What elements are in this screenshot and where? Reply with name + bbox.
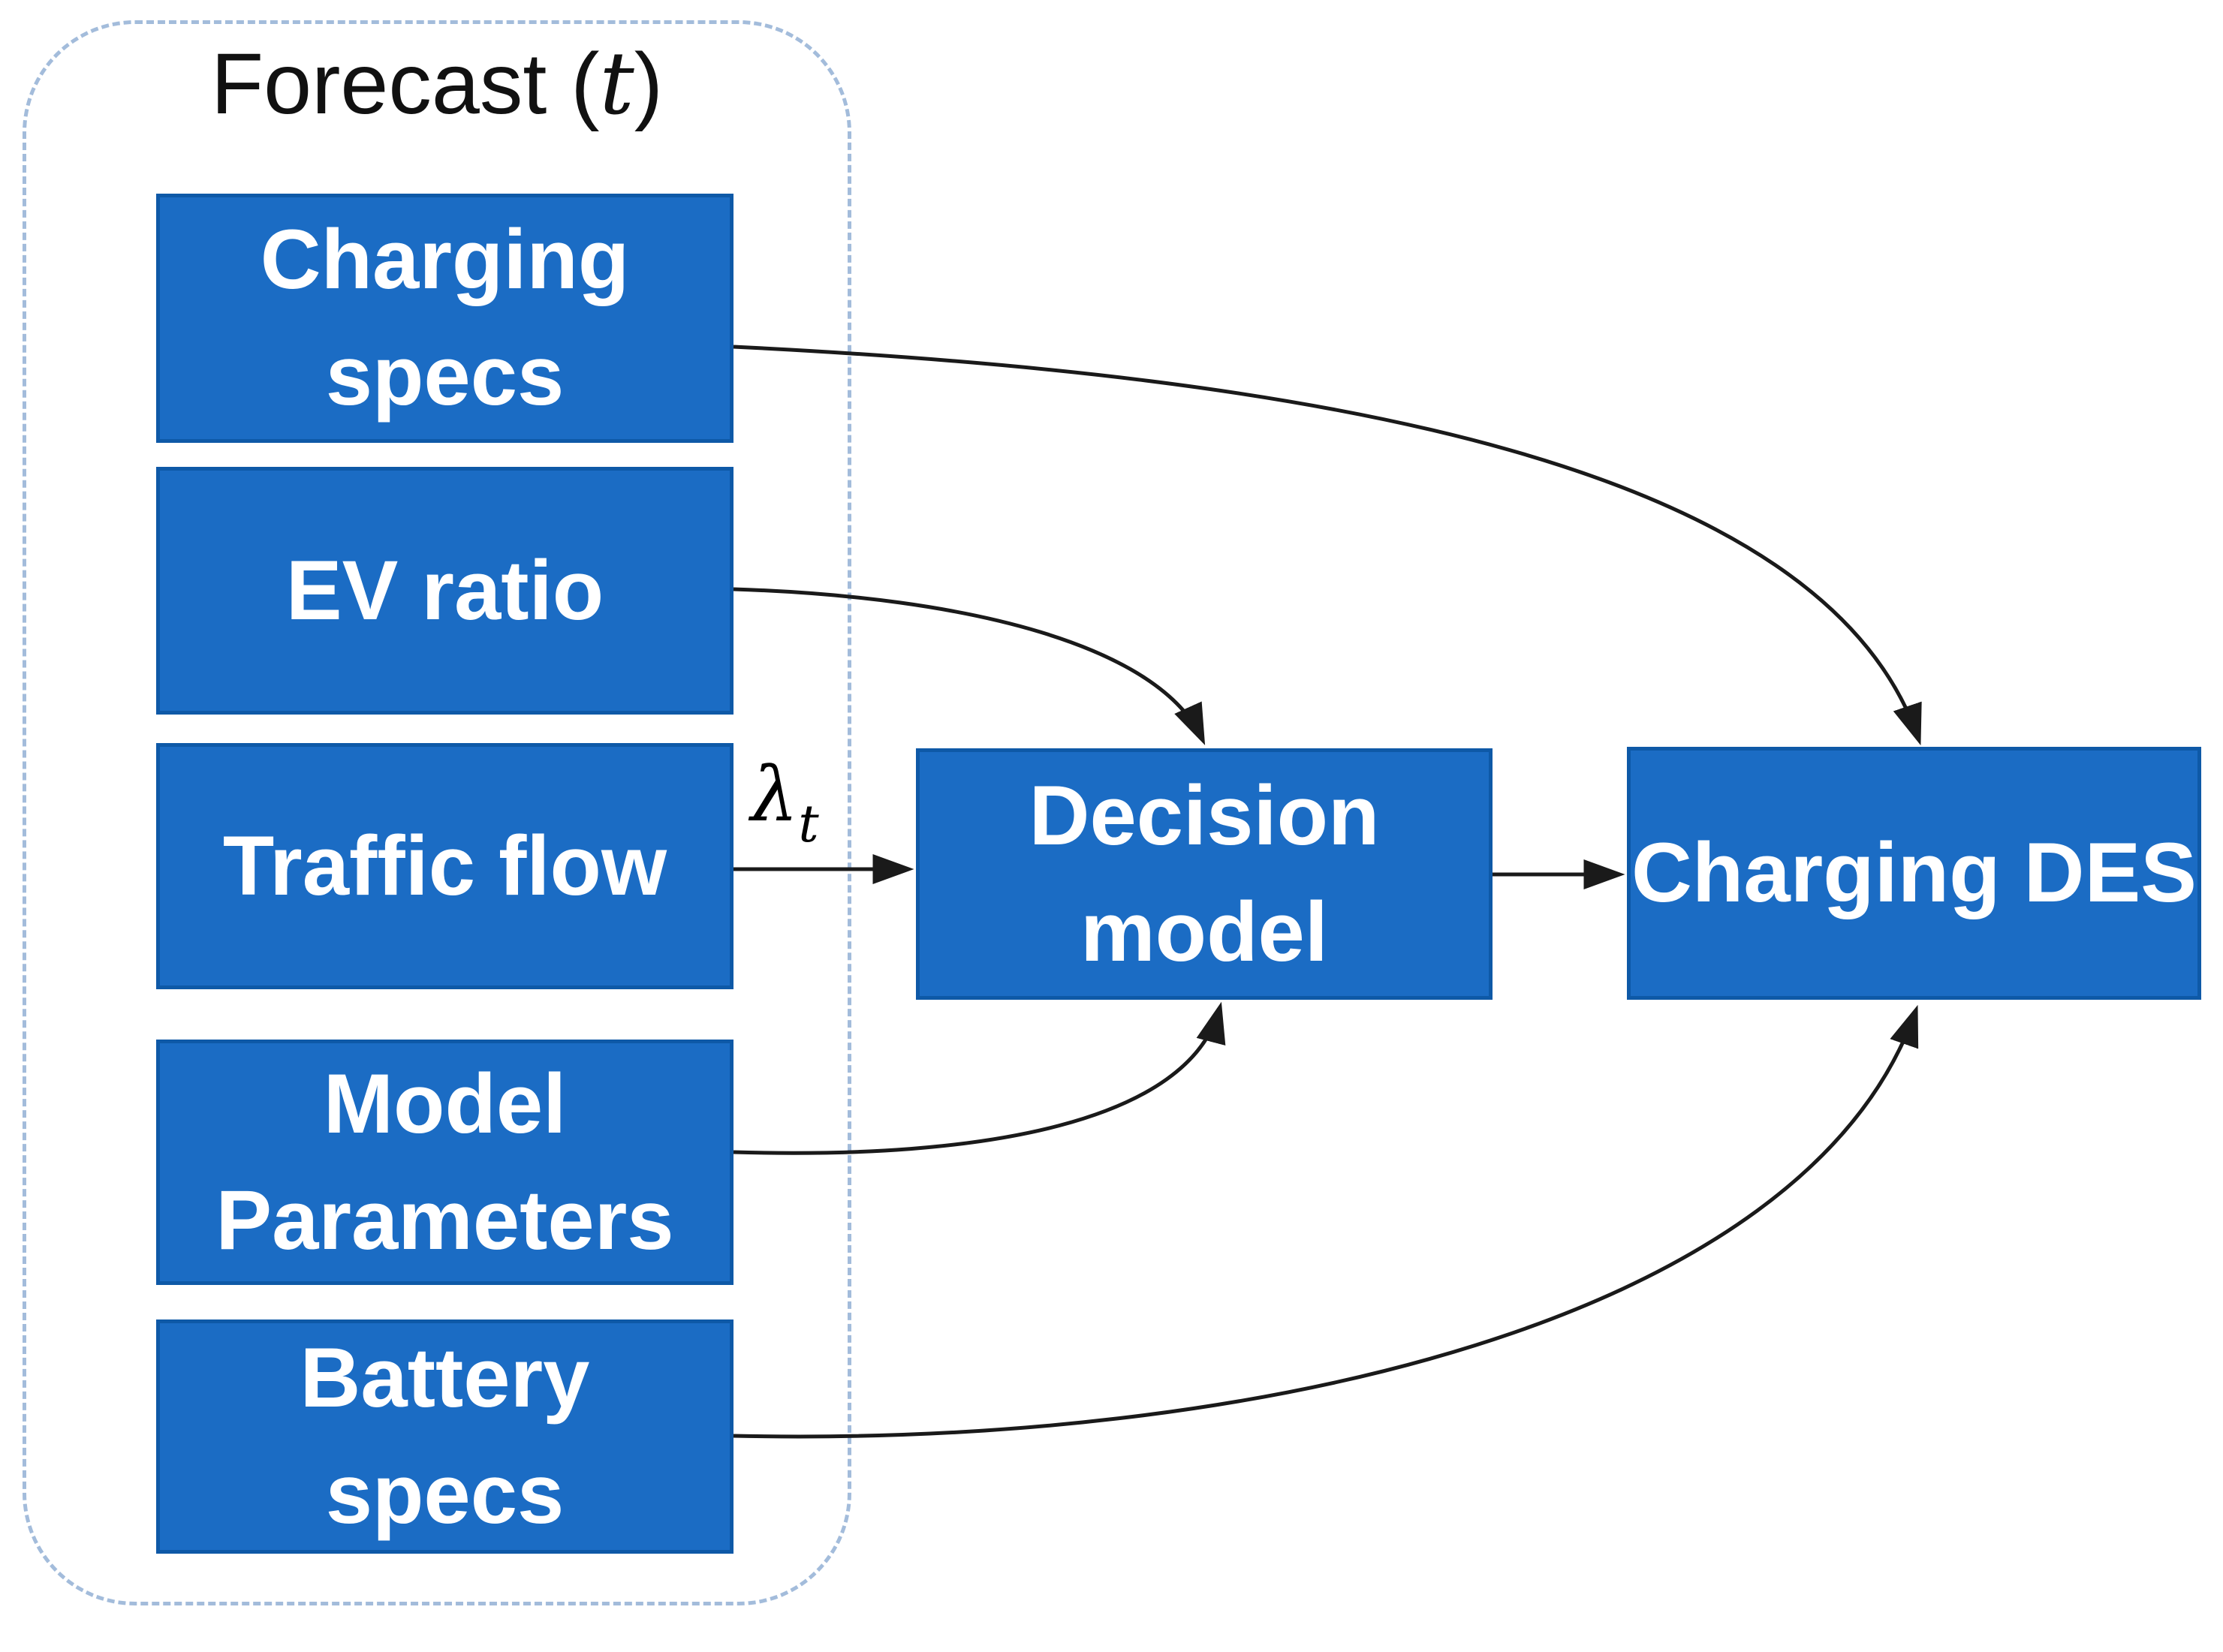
node-charging-des: Charging DES <box>1627 747 2201 1000</box>
edge-charging-specs-to-charging-des <box>733 345 1922 746</box>
node-label-line: Charging <box>260 212 630 307</box>
node-label-line: specs <box>325 329 565 423</box>
node-label-line: EV ratio <box>285 543 604 637</box>
node-label-line: model <box>1080 884 1328 979</box>
edge-battery-specs-to-charging-des <box>733 1004 1919 1439</box>
forecast-group-title: Forecast (t) <box>23 34 851 134</box>
node-charging-specs: Charging specs <box>156 194 733 443</box>
edge-ev-ratio-to-decision-model <box>733 587 1206 745</box>
lambda-subscript: t <box>798 795 819 854</box>
lambda-t-label: λt <box>751 751 819 850</box>
node-battery-specs: Battery specs <box>156 1319 733 1554</box>
node-label-line: Parameters <box>215 1172 674 1267</box>
forecast-title-variable: t <box>599 34 634 134</box>
forecast-title-suffix: ) <box>634 36 664 132</box>
node-label-line: specs <box>325 1447 565 1541</box>
node-label-line: Model <box>323 1056 567 1151</box>
node-decision-model: Decision model <box>916 748 1493 1000</box>
node-label-line: Charging DES <box>1631 826 2197 920</box>
edge-model-parameters-to-decision-model <box>733 1001 1226 1155</box>
node-ev-ratio: EV ratio <box>156 467 733 715</box>
forecast-group-container <box>23 20 851 1605</box>
node-label-line: Decision <box>1029 768 1380 862</box>
node-traffic-flow: Traffic flow <box>156 743 733 989</box>
node-model-parameters: Model Parameters <box>156 1040 733 1285</box>
forecast-title-prefix: Forecast ( <box>210 36 600 132</box>
lambda-symbol: λ <box>751 751 799 838</box>
node-label-line: Traffic flow <box>222 818 667 913</box>
node-label-line: Battery <box>300 1331 590 1425</box>
